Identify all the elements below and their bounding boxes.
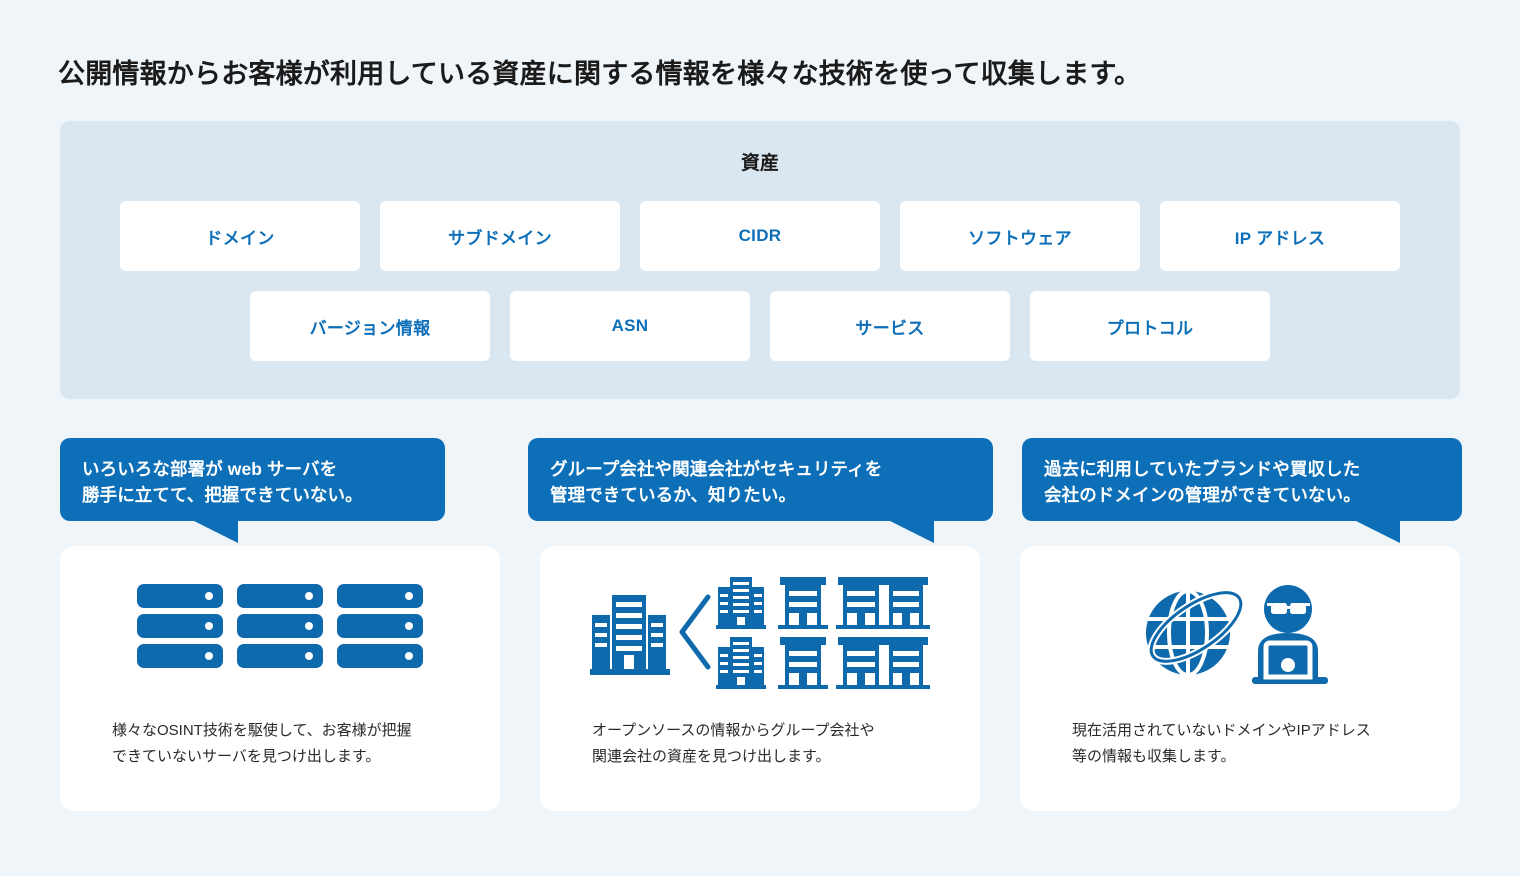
globe-and-hacker-icon — [1020, 572, 1460, 692]
assets-row-1: ドメイン サブドメイン CIDR ソフトウェア IP アドレス — [118, 201, 1402, 271]
speech-bubble-1-line-1: いろいろな部署が web サーバを — [82, 459, 338, 479]
caption-line-1: 現在活用されていないドメインやIPアドレス — [1072, 722, 1371, 739]
globe-icon — [1146, 589, 1245, 677]
caption-line-2: 等の情報も収集します。 — [1072, 748, 1236, 766]
asset-chip-software[interactable]: ソフトウェア — [900, 201, 1140, 271]
feature-card-2-caption: オープンソースの情報からグループ会社や 関連会社の資産を見つけ出します。 — [592, 718, 946, 771]
feature-card-2: オープンソースの情報からグループ会社や 関連会社の資産を見つけ出します。 — [540, 546, 980, 811]
feature-card-3-caption: 現在活用されていないドメインやIPアドレス 等の情報も収集します。 — [1072, 718, 1426, 771]
feature-card-3: 現在活用されていないドメインやIPアドレス 等の情報も収集します。 — [1020, 546, 1460, 811]
server-racks-icon — [60, 572, 500, 692]
caption-line-1: 様々なOSINT技術を駆使して、お客様が把握 — [112, 722, 412, 739]
caption-line-1: オープンソースの情報からグループ会社や — [592, 722, 875, 739]
speech-bubble-3: 過去に利用していたブランドや買収した 会社のドメインの管理ができていない。 — [1022, 438, 1462, 543]
speech-bubble-3-line-1: 過去に利用していたブランドや買収した — [1044, 459, 1361, 479]
speech-bubble-1-line-2: 勝手に立てて、把握できていない。 — [82, 485, 363, 506]
asset-chip-version-info[interactable]: バージョン情報 — [250, 291, 490, 361]
speech-bubble-tail-icon — [190, 519, 238, 543]
asset-chip-subdomain[interactable]: サブドメイン — [380, 201, 620, 271]
speech-bubble-2-line-2: 管理できているか、知りたい。 — [550, 485, 797, 506]
caption-line-2: 関連会社の資産を見つけ出します。 — [592, 748, 831, 766]
page-title: 公開情報からお客様が利用している資産に関する情報を様々な技術を使って収集します。 — [58, 59, 1142, 89]
asset-chip-service[interactable]: サービス — [770, 291, 1010, 361]
company-group-buildings-icon — [540, 572, 980, 692]
feature-card-1: 様々なOSINT技術を駆使して、お客様が把握 できていないサーバを見つけ出します… — [60, 546, 500, 811]
asset-chip-ip-address[interactable]: IP アドレス — [1160, 201, 1400, 271]
assets-heading: 資産 — [740, 153, 779, 174]
speech-bubble-2: グループ会社や関連会社がセキュリティを 管理できているか、知りたい。 — [528, 438, 993, 543]
speech-bubble-3-line-2: 会社のドメインの管理ができていない。 — [1044, 485, 1361, 506]
speech-bubble-2-line-1: グループ会社や関連会社がセキュリティを — [550, 459, 883, 479]
asset-chip-protocol[interactable]: プロトコル — [1030, 291, 1270, 361]
speech-bubble-tail-icon — [1352, 519, 1400, 543]
speech-bubble-tail-icon — [886, 519, 934, 543]
speech-bubble-1: いろいろな部署が web サーバを 勝手に立てて、把握できていない。 — [60, 438, 445, 543]
asset-chip-asn[interactable]: ASN — [510, 291, 750, 361]
asset-chip-cidr[interactable]: CIDR — [640, 201, 880, 271]
assets-row-2: バージョン情報 ASN サービス プロトコル — [118, 291, 1402, 361]
feature-card-1-caption: 様々なOSINT技術を駆使して、お客様が把握 できていないサーバを見つけ出します… — [112, 718, 466, 771]
asset-chip-domain[interactable]: ドメイン — [120, 201, 360, 271]
assets-panel: 資産 ドメイン サブドメイン CIDR ソフトウェア IP アドレス バージョン… — [60, 121, 1460, 399]
caption-line-2: できていないサーバを見つけ出します。 — [112, 748, 381, 766]
